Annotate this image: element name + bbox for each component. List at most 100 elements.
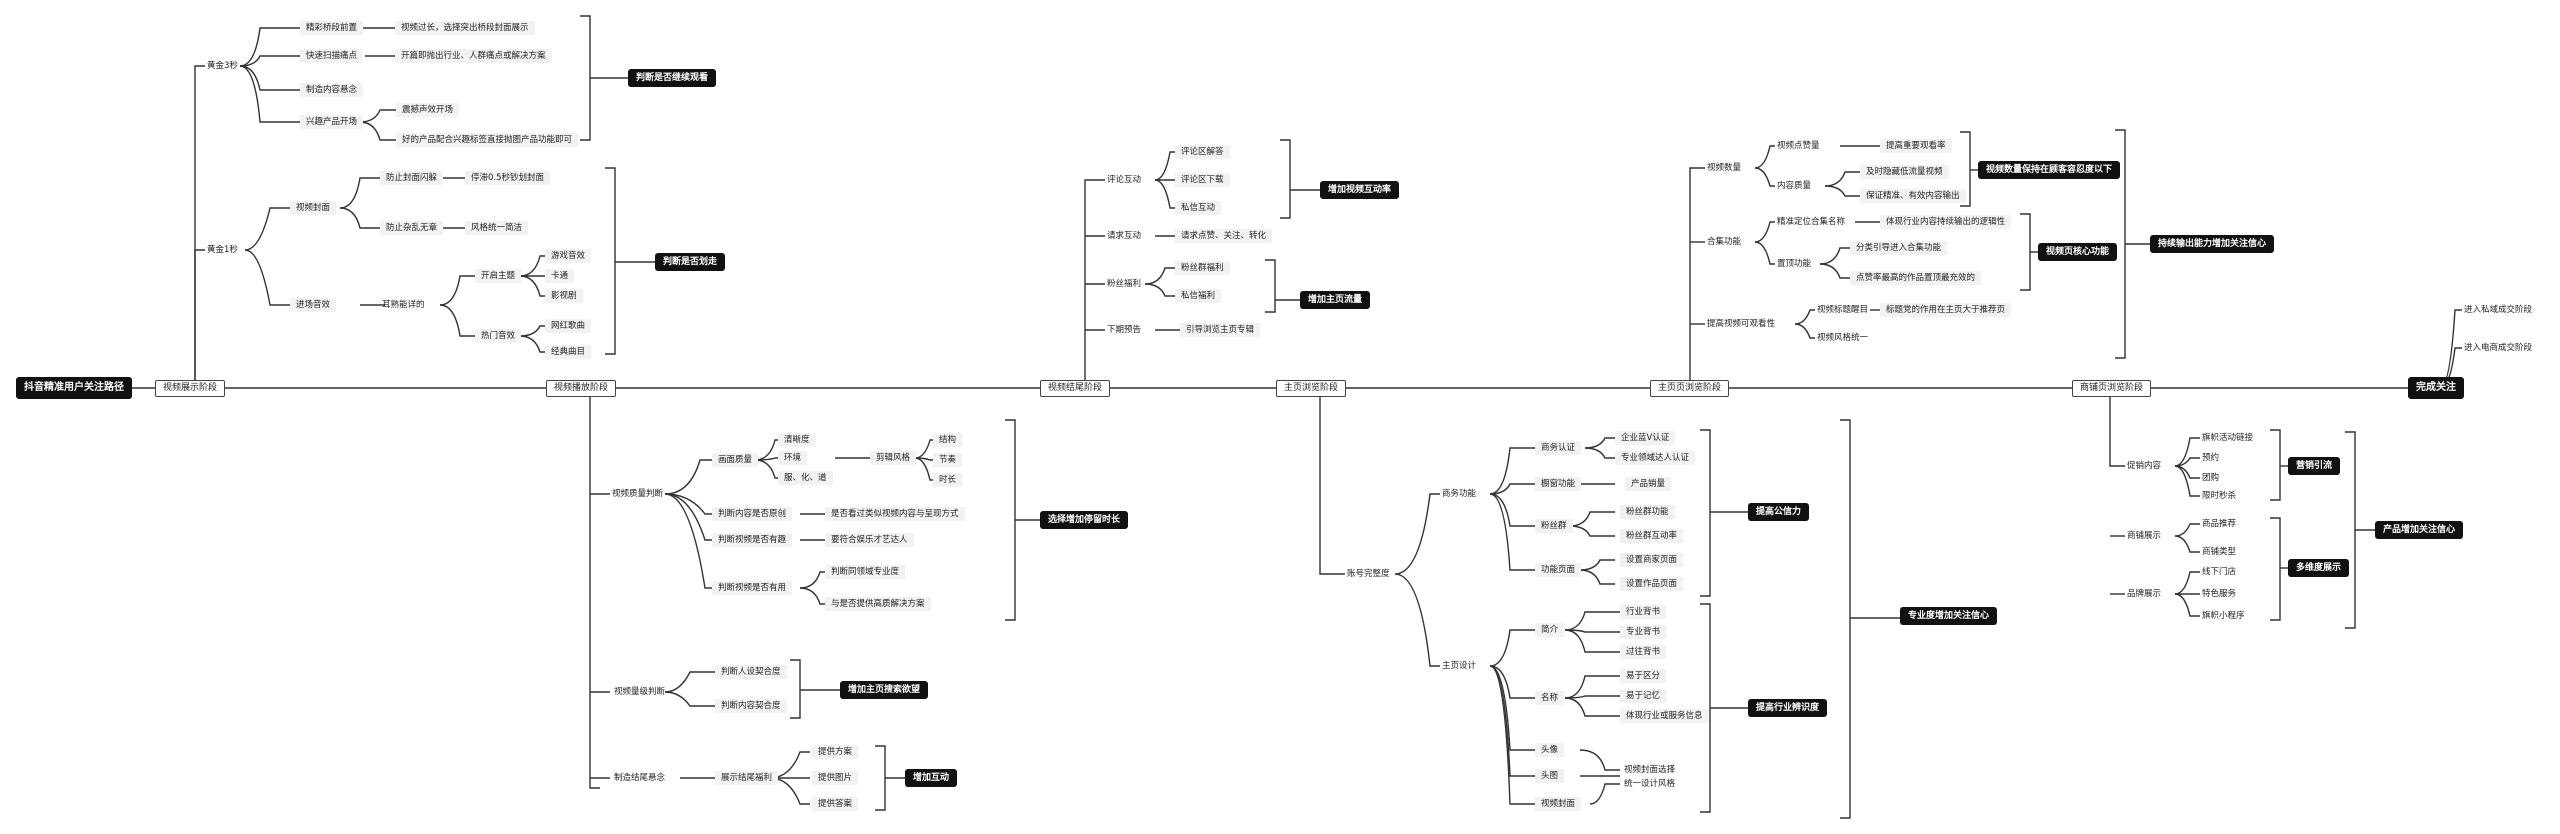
name-item-1: 易于区分	[1620, 669, 1667, 683]
next-node: 下期预告	[1107, 325, 1142, 335]
count-result: 视频数量保持在顾客容忍度以下	[1978, 161, 2121, 179]
album-b: 置顶功能	[1777, 259, 1812, 269]
next-note: 引导浏览主页专辑	[1180, 323, 1261, 337]
gold1-result: 判断是否划走	[655, 253, 726, 271]
bonus-item-2: 提供图片	[812, 771, 859, 785]
stage-video-end: 视频结尾阶段	[1040, 380, 1111, 397]
verify-item-1: 企业蓝V认证	[1615, 431, 1676, 445]
func-node: 商务功能	[1442, 489, 1477, 499]
bgm-hot-2: 经典曲目	[545, 345, 592, 359]
bonus-item-3: 提供答案	[812, 797, 859, 811]
shop-final-result: 产品增加关注信心	[2375, 521, 2464, 539]
unify-note-2: 统一设计风格	[1624, 779, 1676, 789]
cover-b: 防止杂乱无章	[380, 221, 444, 235]
shop-item-1: 商品推荐	[2202, 519, 2237, 529]
vcover-node: 视频封面	[1535, 797, 1582, 811]
album-b-item-2: 点赞率最高的作品置顶最充效的	[1850, 271, 1982, 285]
highlight-note: 视频过长，选择突出桥段封面展示	[395, 21, 535, 35]
pain-note: 开篇即抛出行业、人群痛点或解决方案	[395, 49, 552, 63]
brand-item-1: 线下门店	[2202, 567, 2237, 577]
comment-node: 评论互动	[1107, 175, 1142, 185]
q3-node: 判断视频是否有用	[712, 581, 793, 595]
product-note-1: 震撼声效开场	[396, 103, 460, 117]
ip-result: 增加主页搜索欲望	[840, 681, 929, 699]
gold3-result: 判断是否继续观看	[628, 69, 717, 87]
ip-item-2: 判断内容契合度	[715, 699, 787, 713]
cover-a-note: 停滞0.5秒钞划封面	[465, 171, 551, 185]
count-b-item-2: 保证精准、有效内容输出	[1860, 189, 1966, 203]
bonus-node: 展示结尾福利	[715, 771, 779, 785]
comment-item-3: 私信互动	[1175, 201, 1222, 215]
video-page-result: 持续输出能力增加关注信心	[2150, 235, 2275, 253]
album-b-item-1: 分类引导进入合集功能	[1850, 241, 1948, 255]
promo-item-1: 旗帜活动链接	[2202, 433, 2254, 443]
q1-note: 是否看过类似视频内容与呈现方式	[825, 507, 965, 521]
album-a: 精准定位合集名称	[1777, 217, 1846, 227]
suspense-node: 制造结尾悬念	[614, 773, 666, 783]
acct-result: 专业度增加关注信心	[1900, 607, 1998, 625]
pages-node: 功能页面	[1535, 563, 1582, 577]
cover-a: 防止封面闪躲	[380, 171, 444, 185]
pic-item-1: 清晰度	[778, 433, 816, 447]
design-result: 提高行业辨识度	[1748, 699, 1828, 717]
brand-item-2: 特色服务	[2202, 589, 2237, 599]
comment-item-2: 评论区下载	[1175, 173, 1230, 187]
brand-node: 品牌展示	[2127, 589, 2162, 599]
ip-node: 视频量级判断	[614, 687, 666, 697]
bgm-open-3: 影视剧	[545, 289, 583, 303]
count-a: 视频点赞量	[1777, 141, 1820, 151]
count-a-note: 提高重要观看率	[1880, 139, 1952, 153]
read-a-note: 标题党的作用在主页大于推荐页	[1880, 303, 2012, 317]
gold3-item-3: 制造内容悬念	[300, 83, 364, 97]
root-node: 抖音精准用户关注路径	[16, 377, 132, 399]
album-node: 合集功能	[1707, 237, 1742, 247]
stage-video-display: 视频展示阶段	[155, 380, 226, 397]
promo-item-2: 预约	[2202, 453, 2220, 463]
fansgroup-item-1: 粉丝群功能	[1620, 505, 1675, 519]
gold3-item-2: 快速扫描痛点	[300, 49, 364, 63]
q3-note-1: 判断同领域专业度	[825, 565, 906, 579]
banner-node: 头图	[1535, 769, 1565, 783]
stage-home-browse: 主页浏览阶段	[1276, 380, 1347, 397]
count-b-item-1: 及时隐藏低流量视频	[1860, 165, 1949, 179]
fansgroup-node: 粉丝群	[1535, 519, 1573, 533]
stage-shop-browse: 商铺页浏览阶段	[2072, 380, 2152, 397]
finish-item-2: 进入电商成交阶段	[2464, 343, 2533, 353]
cut-item-2: 节奏	[933, 453, 963, 467]
gold3-node: 黄金3秒	[207, 61, 238, 71]
stage-video-page-browse: 主页页浏览阶段	[1650, 380, 1730, 397]
gold3-item-4: 兴趣产品开场	[300, 115, 364, 129]
bgm-sub: 耳熟能详的	[382, 300, 425, 310]
q1-node: 判断内容是否原创	[712, 507, 793, 521]
fan-item-1: 粉丝群福利	[1175, 261, 1230, 275]
pic-item-3: 服、化、道	[778, 471, 833, 485]
design-node: 主页设计	[1442, 661, 1477, 671]
album-result: 视频页核心功能	[2038, 243, 2118, 261]
q2-note: 要符合娱乐才艺达人	[825, 533, 914, 547]
intro-node: 简介	[1535, 623, 1565, 637]
showcase-note: 产品销量	[1625, 477, 1672, 491]
quality-node: 视频质量判断	[612, 489, 664, 499]
bgm-open-2: 卡通	[545, 269, 575, 283]
verify-item-2: 专业领域达人认证	[1615, 451, 1696, 465]
count-b: 内容质量	[1777, 181, 1812, 191]
pages-item-2: 设置作品页面	[1620, 577, 1684, 591]
cut-node: 剪辑风格	[870, 451, 917, 465]
fan-item-2: 私信福利	[1175, 289, 1222, 303]
unify-note-1: 视频封面选择	[1624, 765, 1676, 775]
comment-result: 增加视频互动率	[1320, 181, 1400, 199]
shop-node: 商铺展示	[2127, 531, 2162, 541]
shop-item-2: 商铺类型	[2202, 547, 2237, 557]
bgm-hot-1: 网红歌曲	[545, 319, 592, 333]
promo-node: 促销内容	[2127, 461, 2162, 471]
brand-item-3: 旗帜小程序	[2202, 611, 2245, 621]
product-note-2: 好的产品配合兴趣标签直接抛图产品功能即可	[396, 133, 579, 147]
promo-item-4: 限时秒杀	[2202, 491, 2237, 501]
pic-node: 画面质量	[712, 453, 759, 467]
name-item-2: 易于记忆	[1620, 689, 1667, 703]
read-b: 视频风格统一	[1817, 333, 1869, 343]
avatar-node: 头像	[1535, 743, 1565, 757]
count-node: 视频数量	[1707, 163, 1742, 173]
multi-result: 多维度展示	[2288, 559, 2350, 577]
